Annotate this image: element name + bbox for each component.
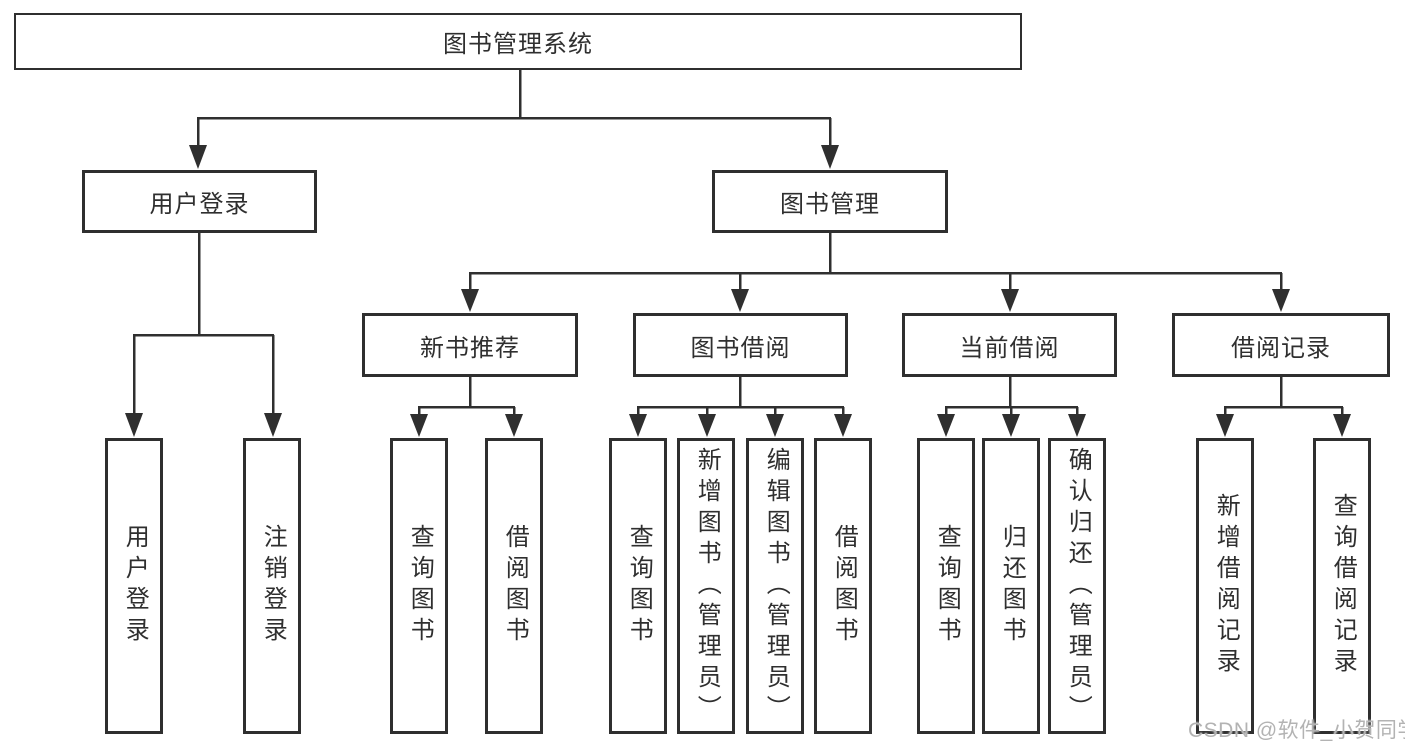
node-root-label: 图书管理系统 xyxy=(443,31,593,58)
leaf-edit-book-admin: 编辑图书（管理员） xyxy=(746,438,804,734)
node-user-login: 用户登录 xyxy=(82,170,317,233)
leaf-query-book-newrec-label: 查询图书 xyxy=(406,524,434,648)
connector-bookborrow-to-leaves xyxy=(636,377,845,418)
node-root-system: 图书管理系统 xyxy=(14,13,1022,70)
node-book-management-label: 图书管理 xyxy=(780,191,880,218)
leaf-user-login: 用户登录 xyxy=(105,438,163,734)
node-borrow-records-label: 借阅记录 xyxy=(1231,334,1331,362)
connector-userlogin-to-leaves xyxy=(132,233,275,416)
leaf-query-borrow-record-label: 查询借阅记录 xyxy=(1329,493,1357,679)
leaf-add-book-admin-label: 新增图书（管理员） xyxy=(693,446,721,726)
leaf-borrow-book-label: 借阅图书 xyxy=(830,524,858,648)
leaf-confirm-return-admin-label: 确认归还（管理员） xyxy=(1064,446,1092,726)
node-new-book-recommend: 新书推荐 xyxy=(362,313,578,377)
leaf-add-book-admin: 新增图书（管理员） xyxy=(677,438,735,734)
connector-currentborrow-to-leaves xyxy=(944,377,1079,418)
csdn-watermark: CSDN @软件_小贺同学 xyxy=(1188,719,1405,742)
leaf-borrow-book-newrec-label: 借阅图书 xyxy=(501,524,529,648)
node-book-management: 图书管理 xyxy=(712,170,948,233)
leaf-add-borrow-record-label: 新增借阅记录 xyxy=(1212,493,1240,679)
leaf-return-book-label: 归还图书 xyxy=(998,524,1026,648)
connector-borrowrecords-to-leaves xyxy=(1223,377,1344,418)
leaf-logout: 注销登录 xyxy=(243,438,301,734)
leaf-edit-book-admin-label: 编辑图书（管理员） xyxy=(762,446,790,726)
connector-root-to-level2 xyxy=(196,70,832,148)
node-book-borrow: 图书借阅 xyxy=(633,313,848,377)
leaf-borrow-book: 借阅图书 xyxy=(814,438,872,734)
node-current-borrow: 当前借阅 xyxy=(902,313,1117,377)
node-current-borrow-label: 当前借阅 xyxy=(959,334,1060,362)
leaf-query-book-newrec: 查询图书 xyxy=(390,438,448,734)
connector-bookmgmt-to-level3 xyxy=(468,233,1283,292)
node-new-book-recommend-label: 新书推荐 xyxy=(420,334,520,362)
leaf-return-book: 归还图书 xyxy=(982,438,1040,734)
leaf-query-book-current-label: 查询图书 xyxy=(933,524,961,648)
leaf-query-book-current: 查询图书 xyxy=(917,438,975,734)
leaf-borrow-book-newrec: 借阅图书 xyxy=(485,438,543,734)
node-user-login-label: 用户登录 xyxy=(149,191,250,218)
leaf-query-book-borrow: 查询图书 xyxy=(609,438,667,734)
node-borrow-records: 借阅记录 xyxy=(1172,313,1390,377)
leaf-user-login-label: 用户登录 xyxy=(121,524,149,648)
leaf-add-borrow-record: 新增借阅记录 xyxy=(1196,438,1254,734)
node-book-borrow-label: 图书借阅 xyxy=(690,334,791,362)
leaf-query-book-borrow-label: 查询图书 xyxy=(625,524,653,648)
connector-newbook-to-leaves xyxy=(417,377,516,418)
leaf-query-borrow-record: 查询借阅记录 xyxy=(1313,438,1371,734)
leaf-logout-label: 注销登录 xyxy=(259,524,287,648)
leaf-confirm-return-admin: 确认归还（管理员） xyxy=(1048,438,1106,734)
